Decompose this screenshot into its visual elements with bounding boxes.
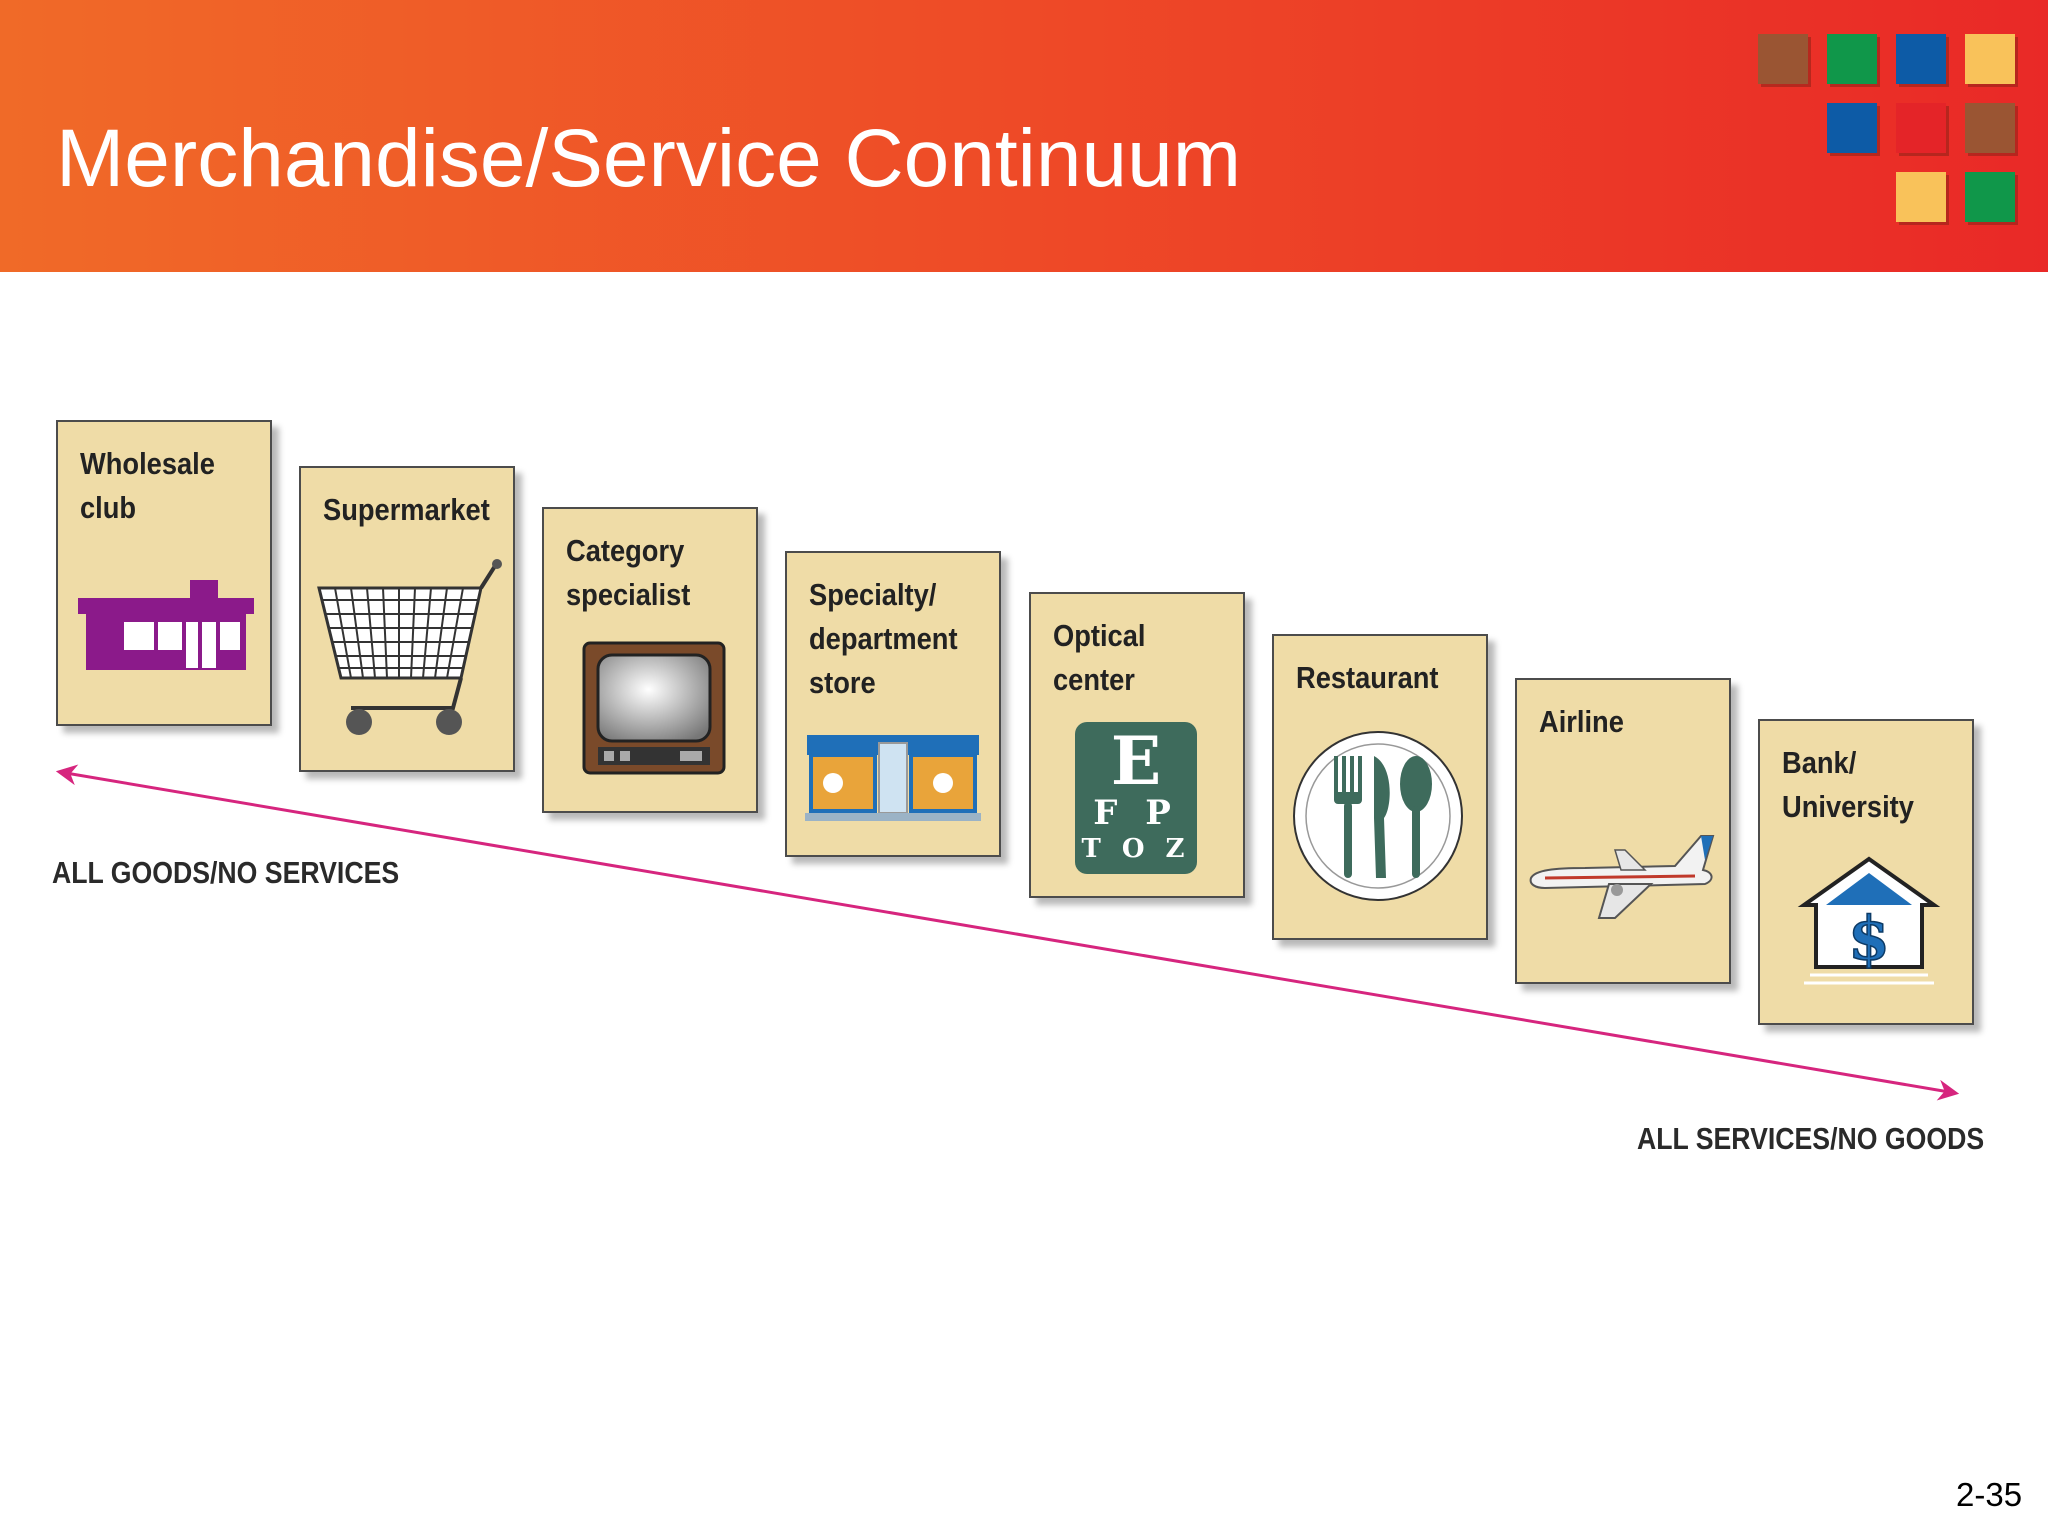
- storefront-icon: [805, 735, 981, 821]
- decor-square: [1896, 103, 1946, 153]
- airplane-icon: [1529, 835, 1715, 919]
- eye-chart-line-3: T O Z: [1081, 834, 1191, 864]
- card-restaurant: Restaurant: [1272, 634, 1488, 940]
- shopping-cart-icon: [317, 559, 502, 735]
- right-axis-label: ALL SERVICES/NO GOODS: [1637, 1121, 1985, 1156]
- card-label: Specialty/ department store: [809, 577, 958, 700]
- decor-square: [1965, 172, 2015, 222]
- warehouse-store-icon: [78, 580, 254, 670]
- card-airline: Airline: [1515, 678, 1731, 984]
- decor-square: [1965, 103, 2015, 153]
- card-label: Optical center: [1053, 618, 1146, 697]
- card-label: Bank/ University: [1782, 745, 1914, 824]
- card-wholesale-club: Wholesale club: [56, 420, 272, 726]
- card-label: Category specialist: [566, 533, 691, 612]
- slide-number: 2-35: [1956, 1476, 2023, 1513]
- svg-text:$: $: [1848, 904, 1890, 974]
- card-label: Airline: [1539, 704, 1624, 739]
- title-bar: Merchandise/Service Continuum: [0, 0, 2048, 272]
- card-label: Restaurant: [1296, 660, 1439, 695]
- decor-square: [1827, 34, 1877, 84]
- eye-chart-icon: E F P T O Z: [1075, 722, 1197, 874]
- decor-square: [1758, 34, 1808, 84]
- left-axis-label: ALL GOODS/NO SERVICES: [52, 855, 400, 890]
- television-icon: [582, 641, 726, 775]
- card-bank-university: Bank/ University $: [1758, 719, 1974, 1025]
- bank-dollar-icon: $: [1797, 856, 1941, 985]
- decor-square: [1896, 172, 1946, 222]
- card-specialty-department-store: Specialty/ department store: [785, 551, 1001, 857]
- eye-chart-line-1: E: [1110, 722, 1162, 800]
- card-label: Supermarket: [323, 492, 490, 527]
- eye-chart-line-2: F P: [1093, 793, 1179, 833]
- decor-square: [1965, 34, 2015, 84]
- plate-cutlery-icon: [1293, 731, 1463, 901]
- card-category-specialist: Category specialist: [542, 507, 758, 813]
- decor-square: [1827, 103, 1877, 153]
- card-label: Wholesale club: [80, 446, 215, 525]
- slide-title: Merchandise/Service Continuum: [56, 113, 1241, 204]
- decor-square: [1896, 34, 1946, 84]
- card-optical-center: Optical center E F P T O Z: [1029, 592, 1245, 898]
- card-supermarket: Supermarket: [299, 466, 515, 772]
